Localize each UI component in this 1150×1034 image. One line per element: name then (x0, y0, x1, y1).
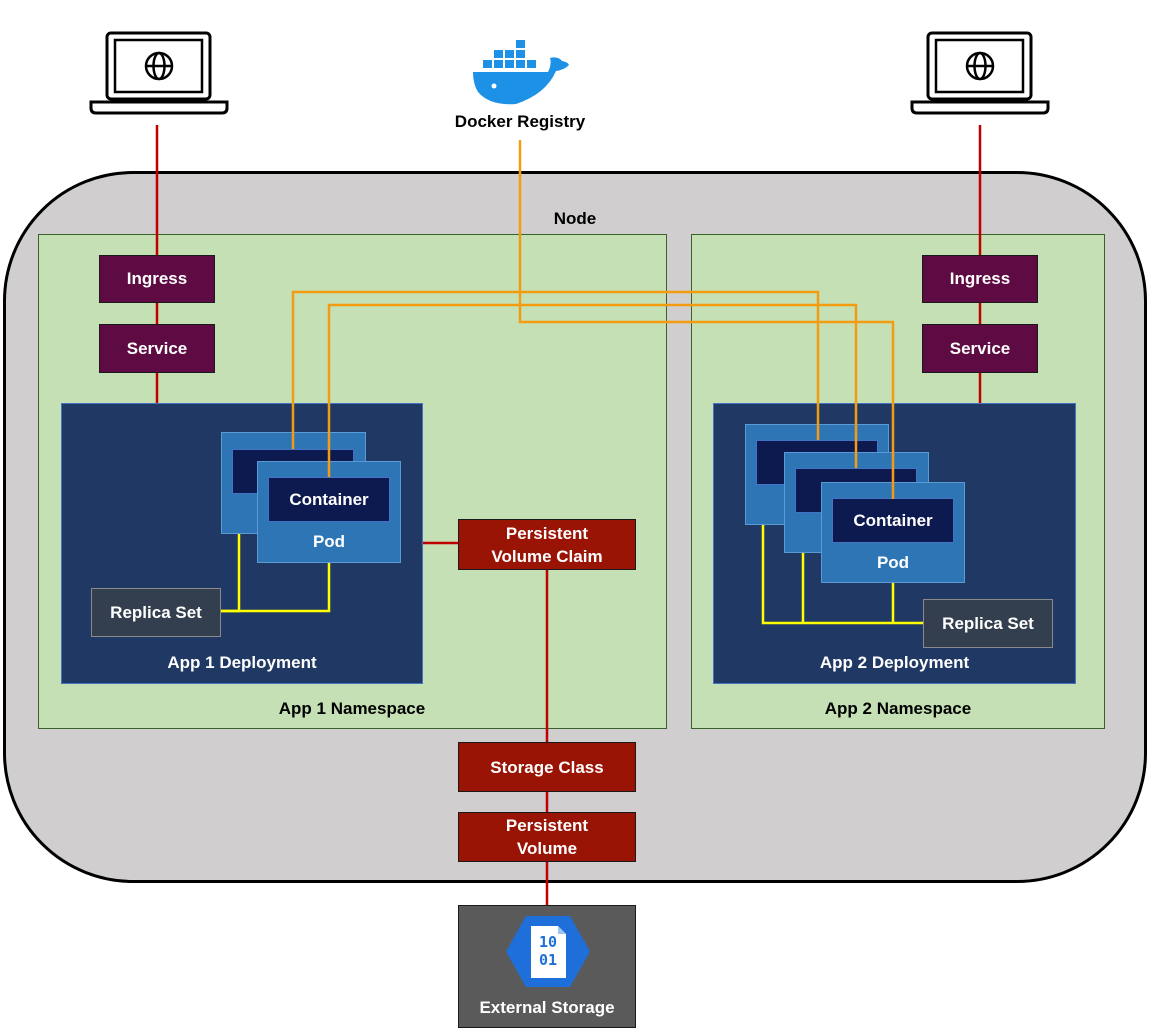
binary-line2: 01 (538, 951, 558, 969)
app2-pod-label: Pod (876, 553, 910, 572)
binary-file-icon (506, 916, 590, 987)
pvc-line1: Persistent (505, 523, 589, 543)
node-label: Node (553, 209, 597, 228)
app1-pod-label: Pod (312, 532, 346, 551)
app2-ingress: Ingress (922, 255, 1038, 303)
docker-whale-icon (473, 40, 569, 105)
app1-deployment-label: App 1 Deployment (167, 653, 317, 672)
external-storage-label: External Storage (479, 998, 615, 1017)
binary-line1: 10 (538, 933, 558, 951)
app2-namespace-label: App 2 Namespace (824, 699, 972, 718)
binary-text: 10 01 (531, 933, 565, 969)
laptop-globe-icon (910, 31, 1050, 115)
laptop-globe-icon (89, 31, 229, 115)
app1-service: Service (99, 324, 215, 373)
docker-registry-label: Docker Registry (454, 112, 586, 131)
app2-service: Service (922, 324, 1038, 373)
pv-line2: Volume (516, 839, 578, 858)
replica-links (221, 525, 923, 625)
storage-class: Storage Class (458, 742, 636, 792)
persistent-volume-claim: Persistent Volume Claim (458, 519, 636, 570)
app1-container: Container (268, 477, 390, 522)
pvc-line2: Volume Claim (491, 546, 603, 566)
app1-namespace-label: App 1 Namespace (278, 699, 426, 718)
app1-ingress: Ingress (99, 255, 215, 303)
app2-replica-set: Replica Set (923, 599, 1053, 648)
app2-deployment-label: App 2 Deployment (819, 653, 970, 672)
image-pull-links (291, 140, 895, 499)
pv-line1: Persistent (505, 816, 589, 835)
persistent-volume: Persistent Volume (458, 812, 636, 862)
app1-replica-set: Replica Set (91, 588, 221, 637)
app2-container: Container (832, 498, 954, 543)
